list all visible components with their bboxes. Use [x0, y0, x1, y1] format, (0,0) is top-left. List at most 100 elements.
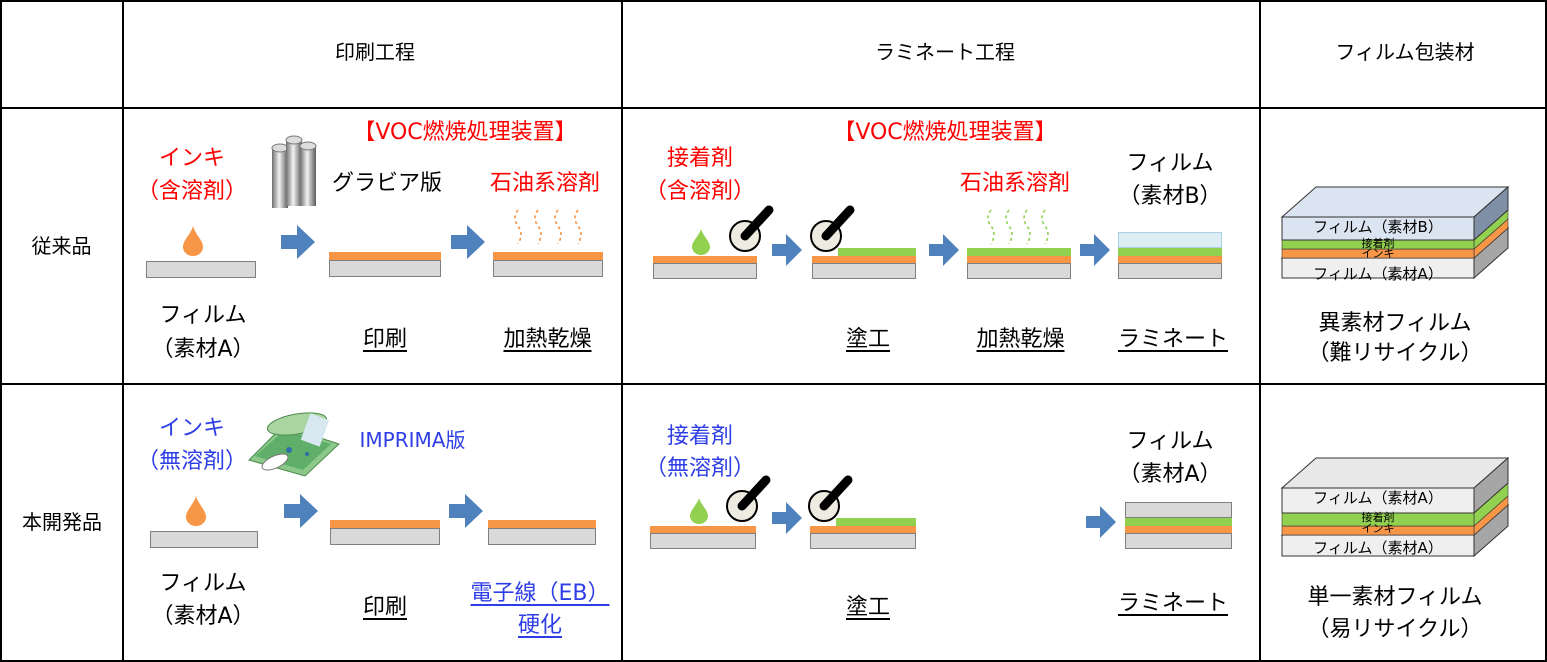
grid-bottom: [0, 660, 1547, 662]
film-b-layer: [1118, 232, 1222, 248]
arrow-icon: [1086, 506, 1116, 538]
film-base-2: [329, 260, 441, 277]
voc-label-print: 【VOC燃焼処理装置】: [353, 120, 577, 145]
arrow-icon: [284, 494, 318, 528]
ink-layer-lam-3: [967, 256, 1071, 263]
grid-header-bottom: [0, 107, 1547, 109]
dev-ink-layer-lam-3: [1125, 526, 1232, 533]
film-b-label-line2: （素材B）: [1118, 184, 1222, 209]
solvent-label-laminate: 石油系溶剤: [959, 171, 1070, 196]
dev-film-label-line2: （素材A）: [1118, 462, 1222, 487]
dev-printed-ink-layer-1: [330, 520, 440, 528]
grid-col1: [122, 0, 124, 662]
dev-film-top-layer: [1125, 502, 1232, 518]
pkg-layer-ink-label: インキ: [1361, 247, 1395, 260]
ink-layer-lam-2: [812, 256, 916, 263]
dev-film-a-label-line1: フィルム: [159, 571, 247, 596]
step-laminate: ラミネート: [1117, 327, 1228, 352]
film-base-lam-4: [1118, 263, 1222, 279]
dev-step-eb-line2: 硬化: [517, 613, 562, 638]
dev-pkg-layer-ink-label: インキ: [1361, 522, 1395, 535]
arrow-icon: [772, 234, 802, 266]
pkg-layer-top-label: フィルム（素材B）: [1313, 218, 1443, 236]
dev-film-base-1: [150, 531, 258, 548]
adhesive-label-line1: 接着剤: [666, 146, 733, 171]
dev-step-eb-line1: 電子線（EB）: [470, 581, 610, 606]
ink-layer-lam-1: [653, 256, 757, 263]
dev-film-base-lam-1: [650, 533, 756, 549]
grid-col2: [621, 0, 623, 662]
film-a-label-line1: フィルム: [159, 303, 247, 328]
imprima-plate-image: [245, 404, 343, 480]
mono-material-film-stack: [1280, 456, 1510, 558]
dev-ink-layer-lam-1: [650, 526, 756, 533]
adhesive-layer-2: [967, 248, 1071, 256]
step-print: 印刷: [362, 327, 407, 352]
coater-roller-icon: [729, 205, 774, 252]
film-b-label-line1: フィルム: [1126, 151, 1214, 176]
dev-ink-label-line1: インキ: [158, 416, 225, 441]
dev-pkg-layer-adhesive-label: 接着剤: [1361, 511, 1395, 524]
pkg-layer-bottom-label: フィルム（素材A）: [1313, 265, 1443, 283]
pkg-name-line1: 異素材フィルム: [1318, 311, 1472, 336]
dev-step-coat: 塗工: [845, 595, 890, 620]
gravure-cylinders-icon: [271, 135, 317, 208]
row-label-conventional: 従来品: [31, 234, 92, 258]
header-laminate: ラミネート工程: [875, 40, 1015, 64]
pkg-name-line2: （難リサイクル）: [1307, 341, 1483, 366]
header-package: フィルム包装材: [1335, 40, 1475, 64]
ink-drop-icon: [183, 226, 203, 256]
dev-ink-layer-lam-2: [810, 526, 916, 533]
solvent-label-print: 石油系溶剤: [489, 171, 600, 196]
ink-label-line1: インキ: [158, 146, 225, 171]
dev-pkg-layer-bottom-label: フィルム（素材A）: [1313, 539, 1443, 557]
film-a-label-line2: （素材A）: [151, 337, 255, 362]
grid-top: [0, 0, 1547, 2]
dev-adhesive-layer-2: [1125, 518, 1232, 526]
row-label-developed: 本開発品: [22, 510, 102, 534]
dev-step-print: 印刷: [362, 595, 407, 620]
dev-step-laminate: ラミネート: [1117, 591, 1228, 616]
dev-adhesive-label-line1: 接着剤: [666, 424, 733, 449]
dev-film-label-line1: フィルム: [1126, 429, 1214, 454]
printed-ink-layer-2: [493, 252, 603, 260]
grid-col3: [1259, 0, 1261, 662]
dev-pkg-name-line2: （易リサイクル）: [1307, 617, 1483, 642]
multi-material-film-stack: [1280, 185, 1510, 280]
adhesive-layer-1: [838, 248, 916, 256]
coater-roller-icon: [726, 475, 771, 522]
arrow-icon: [772, 502, 802, 534]
arrow-icon: [929, 234, 959, 266]
coater-roller-icon: [810, 205, 855, 252]
arrow-icon: [1080, 234, 1110, 266]
adhesive-label-line2: （含溶剤）: [644, 179, 755, 204]
arrow-icon: [281, 225, 315, 259]
ink-label-line2: （含溶剤）: [136, 179, 247, 204]
solvent-vapor-icon: [514, 209, 582, 245]
imprima-plate-label: IMPRIMA版: [359, 428, 466, 452]
voc-label-laminate: 【VOC燃焼処理装置】: [833, 120, 1057, 145]
dev-film-base-2: [330, 528, 440, 545]
gravure-label: グラビア版: [331, 171, 442, 196]
film-base-3: [493, 260, 603, 277]
solvent-vapor-icon: [987, 209, 1049, 245]
printed-ink-layer-1: [329, 252, 441, 260]
dev-film-base-lam-2: [810, 533, 916, 549]
arrow-icon: [449, 494, 483, 528]
ink-drop-icon: [186, 496, 206, 526]
dev-film-base-3: [488, 528, 596, 545]
header-print: 印刷工程: [335, 40, 415, 64]
dev-printed-ink-layer-2: [488, 520, 596, 528]
pkg-layer-adhesive-label: 接着剤: [1361, 237, 1395, 250]
step-heat-dry-1: 加熱乾燥: [503, 327, 592, 352]
arrow-icon: [451, 225, 485, 259]
coater-roller-icon: [808, 475, 853, 522]
dev-ink-label-line2: （無溶剤）: [136, 449, 247, 474]
dev-pkg-layer-top-label: フィルム（素材A）: [1313, 489, 1443, 507]
dev-pkg-name-line1: 単一素材フィルム: [1307, 585, 1483, 610]
adhesive-drop-icon: [690, 498, 708, 524]
grid-row-divider: [0, 383, 1547, 385]
grid-right: [1545, 0, 1547, 662]
step-heat-dry-2: 加熱乾燥: [976, 327, 1065, 352]
film-base-1: [146, 261, 256, 278]
